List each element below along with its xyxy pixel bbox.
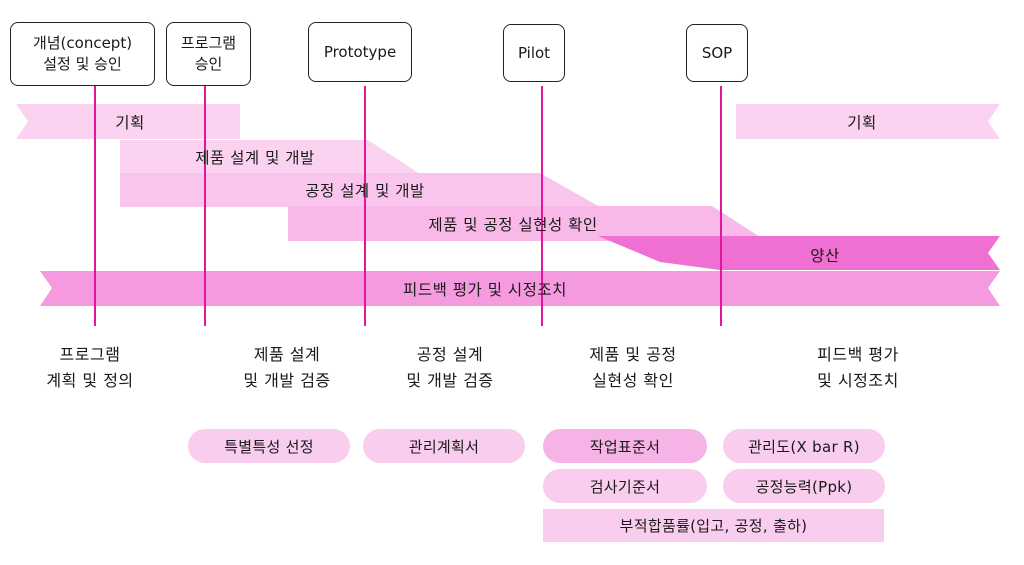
output-control-plan: 관리계획서	[363, 429, 525, 463]
milestone-pilot: Pilot	[503, 24, 565, 82]
band-process-design	[120, 173, 600, 207]
band-label-validation: 제품 및 공정 실현성 확인	[428, 216, 598, 234]
band-label-planning-right: 기획	[847, 114, 877, 132]
phase-product-line-1: 제품 설계	[253, 345, 321, 364]
milestone-pilot-line-1: Pilot	[517, 43, 551, 62]
milestone-sop-line-1: SOP	[701, 43, 733, 62]
band-product-design	[120, 140, 420, 174]
output-process-capability: 공정능력(Ppk)	[723, 469, 885, 503]
band-label-process-design: 공정 설계 및 개발	[305, 182, 425, 200]
milestone-sop: SOP	[686, 24, 748, 82]
milestone-concept-line-2: 설정 및 승인	[43, 55, 122, 73]
milestone-line-pilot	[541, 86, 543, 326]
band-label-product-design: 제품 설계 및 개발	[195, 149, 315, 167]
phase-product-line-2: 및 개발 검증	[243, 371, 331, 390]
phase-process: 공정 설계 및 개발 검증	[365, 342, 535, 394]
phase-planning-line-2: 계획 및 정의	[46, 371, 134, 390]
milestone-program-line-1: 프로그램	[180, 34, 237, 52]
milestone-concept: 개념(concept) 설정 및 승인	[10, 22, 155, 86]
band-label-production: 양산	[810, 247, 840, 265]
phase-validation-line-1: 제품 및 공정	[589, 345, 677, 364]
output-inspection-standard: 검사기준서	[543, 469, 707, 503]
band-production	[598, 236, 1000, 270]
band-label-feedback: 피드백 평가 및 시정조치	[403, 281, 567, 299]
phase-validation: 제품 및 공정 실현성 확인	[548, 342, 718, 394]
phase-feedback-line-1: 피드백 평가	[817, 345, 899, 364]
phase-planning: 프로그램 계획 및 정의	[5, 342, 175, 394]
output-control-chart: 관리도(X bar R)	[723, 429, 885, 463]
milestone-prototype-line-1: Prototype	[323, 42, 397, 61]
band-validation	[288, 206, 766, 241]
output-work-standard: 작업표준서	[543, 429, 707, 463]
output-nonconforming-rate: 부적합품률(입고, 공정, 출하)	[543, 509, 884, 542]
phase-feedback-line-2: 및 시정조치	[817, 371, 899, 390]
milestone-line-program	[204, 86, 206, 326]
band-planning-right	[736, 104, 1000, 139]
milestone-program: 프로그램 승인	[166, 22, 251, 86]
band-label-planning-left: 기획	[115, 114, 145, 132]
phase-process-line-2: 및 개발 검증	[406, 371, 494, 390]
phase-process-line-1: 공정 설계	[416, 345, 484, 364]
phase-feedback: 피드백 평가 및 시정조치	[773, 342, 943, 394]
milestone-concept-line-1: 개념(concept)	[32, 34, 133, 52]
milestone-line-prototype	[364, 86, 366, 326]
phase-planning-line-1: 프로그램	[59, 345, 121, 364]
milestone-line-concept	[94, 86, 96, 326]
milestone-line-sop	[720, 86, 722, 326]
phase-validation-line-2: 실현성 확인	[592, 371, 674, 390]
milestone-program-line-2: 승인	[194, 55, 223, 73]
milestone-prototype: Prototype	[308, 22, 412, 82]
band-planning-left	[16, 104, 240, 139]
phase-product: 제품 설계 및 개발 검증	[202, 342, 372, 394]
output-special-characteristics: 특별특성 선정	[188, 429, 350, 463]
band-feedback	[40, 271, 1000, 306]
